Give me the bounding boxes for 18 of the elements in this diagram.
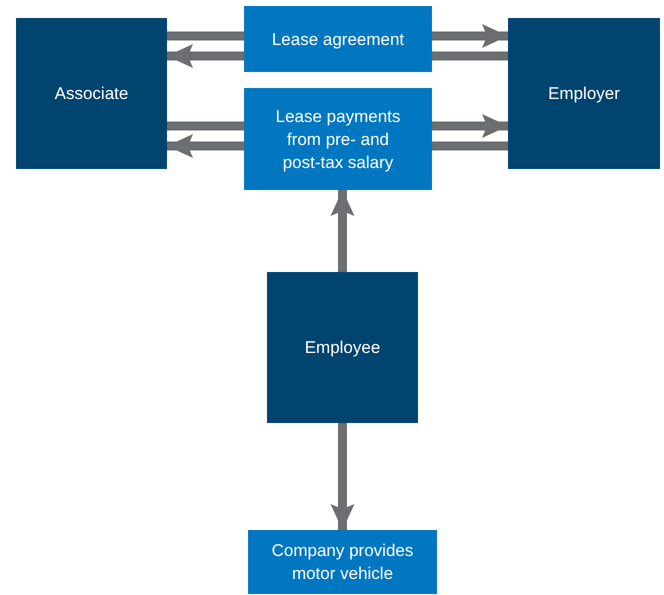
- node-label: Employer: [548, 83, 620, 105]
- entity-box: [267, 272, 418, 423]
- entity-box: [16, 18, 167, 169]
- arrow: [167, 44, 244, 68]
- process-box: [248, 530, 437, 594]
- arrow: [432, 114, 508, 138]
- node-label: Lease agreement: [272, 28, 404, 50]
- arrow: [330, 423, 354, 530]
- process-box: [244, 6, 432, 72]
- arrow: [330, 190, 354, 272]
- node-label: Company provides motor vehicle: [270, 540, 414, 585]
- arrow: [432, 24, 508, 48]
- node-label: Lease payments from pre- and post-tax salary: [274, 106, 402, 174]
- process-box: [244, 88, 432, 190]
- entity-box: [508, 18, 660, 169]
- arrow: [167, 134, 244, 158]
- node-label: Employee: [304, 337, 380, 359]
- node-label: Associate: [54, 83, 128, 105]
